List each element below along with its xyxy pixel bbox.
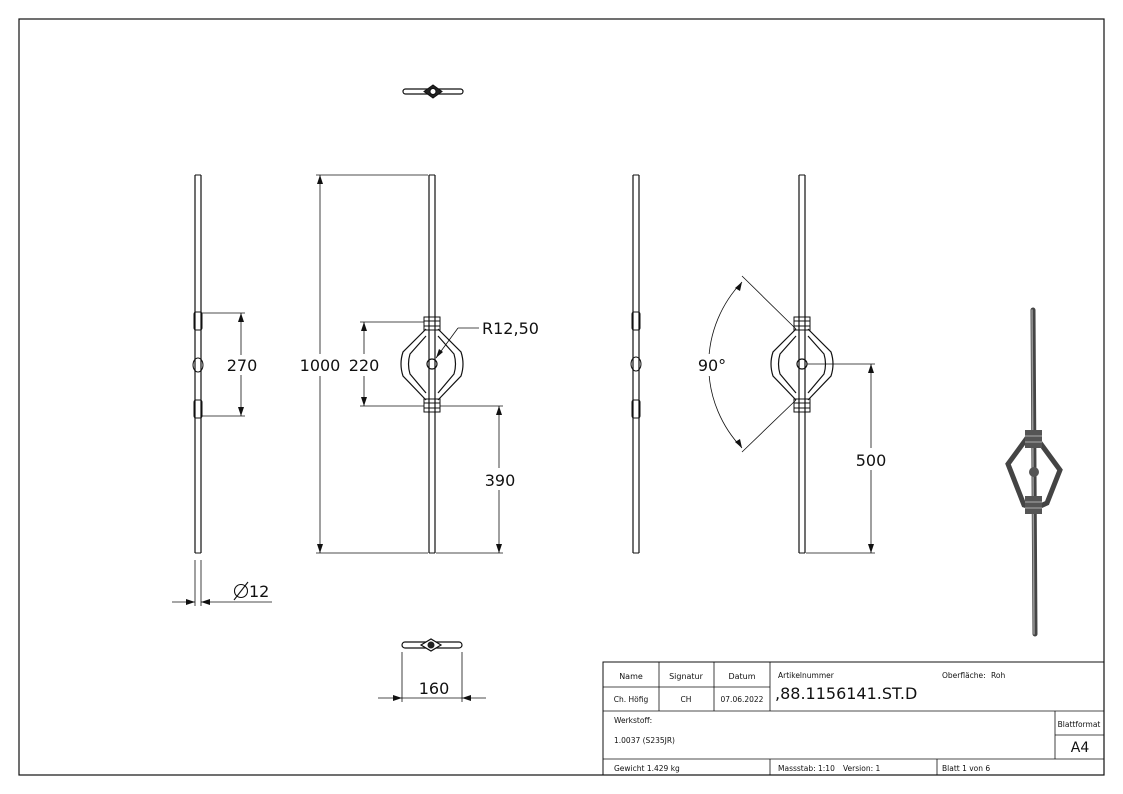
sheet-border xyxy=(18,18,1105,776)
dim-270: 270 xyxy=(227,356,258,375)
dim-angle: 90° xyxy=(698,356,726,375)
signature-value: CH xyxy=(681,695,692,704)
side-view-left xyxy=(172,174,272,606)
surface-label: Oberfläche: xyxy=(942,671,986,680)
version-label: Version: 1 xyxy=(843,764,880,773)
signature-label: Signatur xyxy=(669,672,704,681)
name-label: Name xyxy=(619,672,643,681)
sheet-label: Blatt 1 von 6 xyxy=(942,764,990,773)
dim-1000: 1000 xyxy=(300,356,341,375)
format-value: A4 xyxy=(1071,740,1090,756)
side-view-right xyxy=(630,174,642,554)
title-block xyxy=(602,661,1105,776)
surface-value: Roh xyxy=(991,671,1005,680)
material-label: Werkstoff: xyxy=(614,716,652,725)
article-label: Artikelnummer xyxy=(778,671,835,680)
format-label: Blattformat xyxy=(1058,720,1101,729)
date-value: 07.06.2022 xyxy=(721,695,764,704)
dim-radius: R12,50 xyxy=(482,319,539,338)
scale-label: Massstab: 1:10 xyxy=(778,764,835,773)
material-value: 1.0037 (S235JR) xyxy=(614,736,675,745)
dim-500: 500 xyxy=(856,451,887,470)
name-value: Ch. Höfig xyxy=(614,695,649,704)
top-view-lower xyxy=(378,638,486,702)
top-view-upper xyxy=(402,84,464,99)
front-view xyxy=(298,174,516,554)
rear-view xyxy=(695,174,888,554)
dim-220: 220 xyxy=(349,356,380,375)
dim-diameter: 12 xyxy=(249,582,269,601)
date-label: Datum xyxy=(728,672,755,681)
dim-390: 390 xyxy=(485,471,516,490)
isometric-view xyxy=(1005,307,1063,637)
dim-160: 160 xyxy=(419,679,450,698)
weight-label: Gewicht 1.429 kg xyxy=(614,764,680,773)
article-number: ,88.1156141.ST.D xyxy=(775,684,917,703)
